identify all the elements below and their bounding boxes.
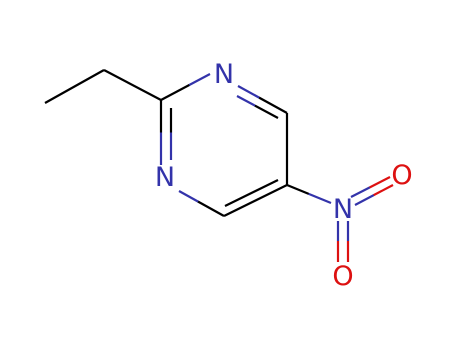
- bond-n1-c6-inner: [236, 95, 279, 119]
- bond-nnitro-o1: [350, 176, 391, 198]
- bond-c4-n3: [178, 190, 225, 217]
- atom-nitro-n-label: N: [333, 194, 353, 225]
- atom-o1-label: O: [391, 160, 412, 191]
- bond-c2-n1: [160, 73, 211, 101]
- atom-n3-label: N: [155, 162, 175, 193]
- bond-c5-c4: [223, 184, 288, 217]
- bond-ch2-c2: [103, 69, 162, 101]
- atom-n1-label: N: [214, 59, 234, 90]
- atom-o2-label: O: [332, 261, 353, 292]
- bond-n1-c6: [237, 85, 288, 114]
- bond-ch3-ch2: [44, 69, 105, 104]
- bond-nnitro-o1-b: [354, 184, 394, 206]
- bond-c5-nnitro: [286, 183, 332, 205]
- bond-c5-c4-inner: [224, 179, 279, 207]
